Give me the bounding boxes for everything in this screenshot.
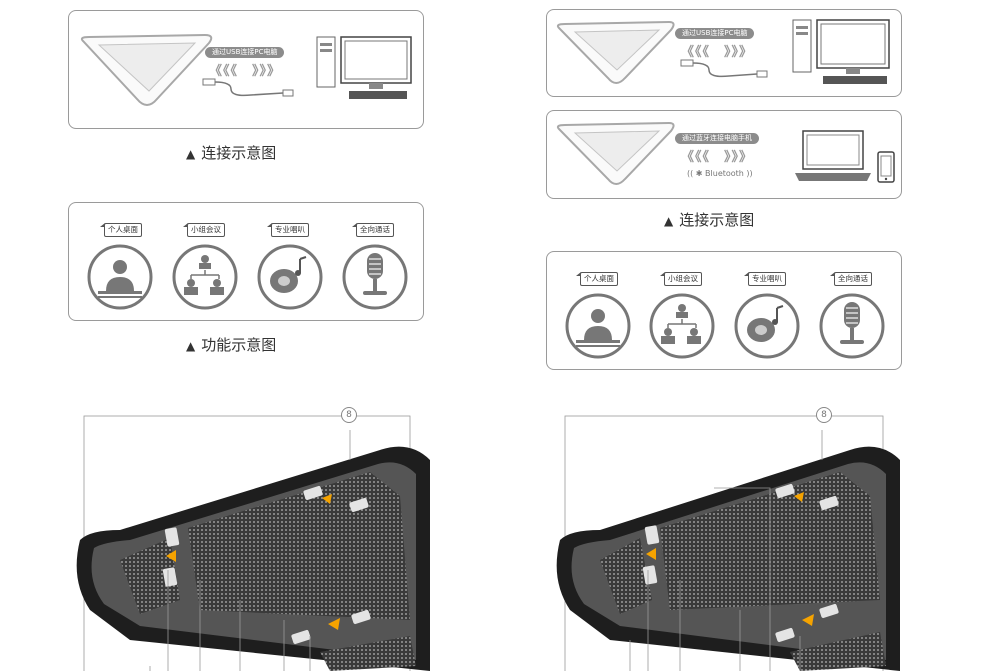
usb-cable-icon [680,59,768,78]
function-label-group: 小组会议 [660,272,702,286]
function-label-group: 小组会议 [183,223,225,237]
function-label-personal: 个人桌面 [100,223,142,237]
function-label-omni: 全向通话 [830,272,872,286]
arrows-left-icon: 《《《 [681,45,711,60]
arrows-right-icon: 》》》 [724,45,754,60]
usb-connection-badge: 通过USB连接PC电脑 [675,28,755,39]
usb-cable-icon [202,78,294,97]
bluetooth-label: (( ✱ Bluetooth )) [687,169,753,178]
usb-connection-panel-right: 通过USB连接PC电脑 《《《 》》》 [546,9,902,97]
function-label-pro: 专业唱叭 [744,272,786,286]
desktop-pc-icon [316,36,412,99]
pro-speaker-icon [257,244,323,310]
personal-desktop-icon [87,244,153,310]
usb-connection-badge: 通过USB连接PC电脑 [205,47,285,58]
desktop-pc-icon [792,19,890,84]
triangle-marker-icon: ▲ [186,147,196,161]
personal-desktop-icon [565,293,631,359]
triangle-marker-icon: ▲ [186,339,196,353]
function-caption-left: ▲功能示意图 [186,336,277,354]
triangle-marker-icon: ▲ [664,214,674,228]
speakerphone-icon [80,33,213,106]
omni-microphone-icon [819,293,885,359]
function-label-personal: 个人桌面 [576,272,618,286]
function-label-omni: 全向通话 [352,223,394,237]
usb-connection-panel-left: 通过USB连接PC电脑 《《《 》》》 [68,10,424,129]
connection-caption-left: ▲连接示意图 [186,144,277,162]
arrows-left-icon: 《《《 [209,64,239,79]
callout-number-left: 8 [341,407,357,423]
connection-caption-right: ▲连接示意图 [664,211,755,229]
laptop-icon [795,130,871,181]
function-panel-right: 个人桌面 小组会议 专业唱叭 全向通话 [546,251,902,370]
pro-speaker-icon [734,293,800,359]
callout-number-right: 8 [816,407,832,423]
bluetooth-connection-panel: 通过蓝牙连接电脑手机 《《《 》》》 (( ✱ Bluetooth )) [546,110,902,199]
arrows-right-icon: 》》》 [724,150,754,165]
arrows-left-icon: 《《《 [681,150,711,165]
group-meeting-icon [172,244,238,310]
mobile-phone-icon [877,151,895,183]
function-label-pro: 专业唱叭 [267,223,309,237]
group-meeting-icon [649,293,715,359]
device-diagram-left [76,415,431,671]
bluetooth-connection-badge: 通过蓝牙连接电脑手机 [675,133,759,144]
function-panel-left: 个人桌面 小组会议 专业唱叭 全向通话 [68,202,424,321]
speakerphone-icon [556,121,675,185]
device-diagram-right [556,415,900,671]
arrows-right-icon: 》》》 [252,64,282,79]
omni-microphone-icon [342,244,408,310]
speakerphone-icon [556,20,675,84]
